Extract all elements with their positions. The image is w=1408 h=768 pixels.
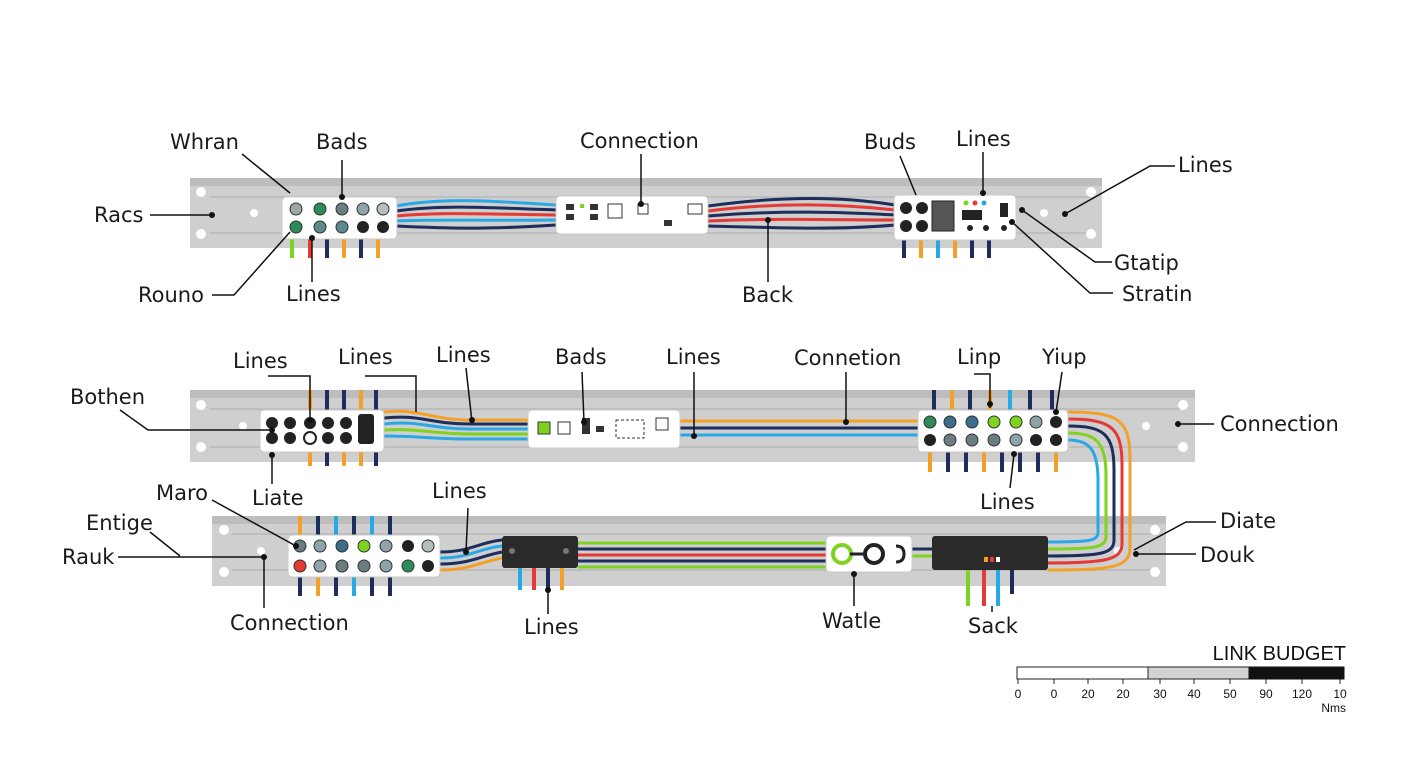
label-lines-r2-a: Lines [233,349,288,373]
label-lines-row1: Lines [286,282,341,306]
tick-label-7: 90 [1259,687,1273,701]
tick-label-3: 20 [1116,687,1130,701]
tick-label-8: 120 [1292,687,1312,701]
link-budget-unit: Nms [1321,701,1346,715]
connection-module-row2[interactable] [527,409,681,449]
patch-panel-row3-left[interactable] [287,534,441,578]
splice-box-row3[interactable] [502,536,578,568]
callout-labels: Whran Bads Connection Buds Lines Lines R… [62,127,1339,639]
label-lines-r3-bottom: Lines [524,615,579,639]
termination-box-row3[interactable] [932,536,1048,570]
label-lines-r3-top: Lines [432,479,487,503]
label-lines-r2-d: Lines [666,345,721,369]
tick-label-5: 40 [1187,687,1201,701]
label-lines-r2-c: Lines [436,343,491,367]
leader-lines [118,152,1216,614]
label-connection-top: Connection [580,129,699,153]
label-buds: Buds [864,130,916,154]
label-diate: Diate [1220,509,1276,533]
cable-stubs-row1 [290,238,991,258]
label-whran: Whran [170,130,239,154]
label-lines-r2-b: Lines [338,345,393,369]
link-budget-ticks [1017,679,1341,684]
patch-panel-row2-left[interactable] [259,409,385,453]
link-budget-title: LINK BUDGET [1213,643,1346,665]
tick-label-0: 0 [1015,687,1022,701]
cable-bundle-row3 [439,538,932,572]
label-connetion: Connetion [794,346,901,370]
label-douk: Douk [1200,543,1255,567]
connection-module-row1[interactable] [555,195,709,235]
label-linp: Linp [957,345,1001,369]
label-back: Back [742,283,794,307]
label-liate: Liate [252,486,304,510]
leader-dots [209,190,1181,593]
label-maro: Maro [156,481,208,505]
link-budget-scale: LINK BUDGET 0 0 20 20 30 40 50 90 120 10… [1015,643,1347,715]
tick-label-6: 50 [1223,687,1237,701]
label-lines-r2-e: Lines [980,490,1035,514]
cable-bundle-row2 [383,409,1132,572]
label-racs: Racs [94,203,144,227]
cable-stubs-row3 [298,516,1014,606]
label-rauk: Rauk [62,545,115,569]
cable-bundle-row1 [395,196,896,230]
label-watle: Watle [822,609,881,633]
label-bads-r2: Bads [555,345,607,369]
label-bads-top: Bads [316,130,368,154]
coupler-row3[interactable] [825,535,913,573]
label-lines-top-mid: Lines [956,127,1011,151]
label-entige: Entige [86,511,153,535]
tick-label-2: 20 [1081,687,1095,701]
label-stratin: Stratin [1122,282,1192,306]
patch-panel-row2-right[interactable] [917,409,1069,453]
label-connection-r2: Connection [1220,412,1339,436]
label-yiup: Yiup [1041,345,1087,369]
label-connection-r3: Connection [230,611,349,635]
tick-label-4: 30 [1153,687,1167,701]
label-sack: Sack [968,614,1019,638]
label-lines-top-right: Lines [1178,153,1233,177]
switch-module-row1-right[interactable] [893,194,1017,241]
label-bothen: Bothen [70,385,145,409]
tick-label-1: 0 [1051,687,1058,701]
label-rouno: Rouno [138,283,204,307]
patch-panel-row1-left[interactable] [281,196,398,240]
tick-label-9: 10 [1333,687,1347,701]
label-gtatip: Gtatip [1114,251,1179,275]
